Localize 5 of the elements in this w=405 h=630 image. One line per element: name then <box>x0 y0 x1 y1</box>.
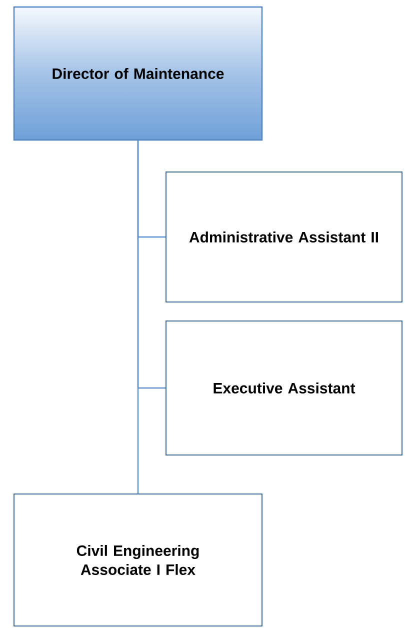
position-box: Administrative Assistant II <box>166 172 402 302</box>
manager-box: Director of Maintenance <box>13 6 263 141</box>
position-box: Executive Assistant <box>166 320 402 456</box>
position-box: Civil Engineering Associate I Flex <box>14 494 262 626</box>
connector-line <box>137 140 139 494</box>
